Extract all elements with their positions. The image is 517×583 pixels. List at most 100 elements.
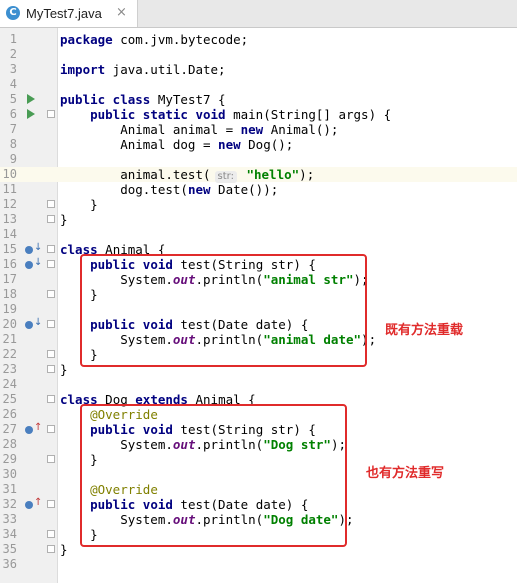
code-line[interactable]: 35} bbox=[0, 542, 517, 557]
fold-marker-icon[interactable] bbox=[47, 245, 55, 253]
fold-marker-icon[interactable] bbox=[47, 350, 55, 358]
code-text[interactable]: } bbox=[60, 527, 98, 542]
fold-marker-icon[interactable] bbox=[47, 365, 55, 373]
code-text[interactable]: public void test(Date date) { bbox=[90, 317, 309, 332]
code-line[interactable]: 36 bbox=[0, 557, 517, 572]
code-line[interactable]: 26 @Override bbox=[0, 407, 517, 422]
fold-marker-icon[interactable] bbox=[47, 290, 55, 298]
code-text[interactable]: System.out.println("animal date"); bbox=[60, 332, 377, 347]
fold-marker-icon[interactable] bbox=[47, 455, 55, 463]
code-line[interactable]: 17 System.out.println("animal str"); bbox=[0, 272, 517, 287]
fold-marker-icon[interactable] bbox=[47, 320, 55, 328]
code-text[interactable]: class Dog extends Animal { bbox=[60, 392, 256, 407]
overridden-method-icon[interactable]: ↓ bbox=[25, 317, 42, 331]
code-line[interactable]: 34 } bbox=[0, 527, 517, 542]
code-text[interactable]: dog.test(new Date()); bbox=[60, 182, 279, 197]
code-text[interactable]: } bbox=[60, 452, 98, 467]
code-line[interactable]: 13} bbox=[0, 212, 517, 227]
fold-marker-icon[interactable] bbox=[47, 425, 55, 433]
code-text[interactable]: Animal dog = new Dog(); bbox=[60, 137, 294, 152]
code-text[interactable]: } bbox=[60, 212, 68, 227]
code-line[interactable]: 31 @Override bbox=[0, 482, 517, 497]
overriding-method-icon[interactable]: ↑ bbox=[25, 422, 42, 436]
fold-marker-icon[interactable] bbox=[47, 110, 55, 118]
code-text[interactable]: } bbox=[60, 197, 98, 212]
code-line[interactable]: 4 bbox=[0, 77, 517, 92]
code-text[interactable]: Animal animal = new Animal(); bbox=[60, 122, 339, 137]
line-number: 22 bbox=[2, 347, 17, 361]
code-editor[interactable] bbox=[58, 28, 517, 583]
line-number: 2 bbox=[9, 47, 17, 61]
code-line[interactable]: 23} bbox=[0, 362, 517, 377]
code-text[interactable]: System.out.println("Dog str"); bbox=[60, 437, 346, 452]
code-line[interactable]: 14 bbox=[0, 227, 517, 242]
code-text[interactable]: System.out.println("animal str"); bbox=[60, 272, 369, 287]
fold-marker-icon[interactable] bbox=[47, 530, 55, 538]
line-number: 6 bbox=[9, 107, 17, 121]
tab-mytest7-java[interactable]: C MyTest7.java × bbox=[0, 0, 138, 27]
code-line[interactable]: 21 System.out.println("animal date"); bbox=[0, 332, 517, 347]
overridden-method-icon[interactable]: ↓ bbox=[25, 257, 42, 271]
code-text[interactable]: public static void main(String[] args) { bbox=[90, 107, 392, 122]
code-line[interactable]: 20 public void test(Date date) { bbox=[0, 317, 517, 332]
run-icon[interactable] bbox=[27, 109, 35, 119]
arrow-up-icon: ↑ bbox=[34, 497, 43, 508]
line-number: 19 bbox=[2, 302, 17, 316]
code-line[interactable]: 24 bbox=[0, 377, 517, 392]
code-text[interactable]: animal.test(str: "hello"); bbox=[60, 167, 315, 183]
code-line[interactable]: 30 bbox=[0, 467, 517, 482]
overload-annotation: 既有方法重载 bbox=[385, 323, 464, 338]
run-icon[interactable] bbox=[27, 94, 35, 104]
code-line[interactable]: 33 System.out.println("Dog date"); bbox=[0, 512, 517, 527]
code-line[interactable]: 16 public void test(String str) { bbox=[0, 257, 517, 272]
code-text[interactable]: public class MyTest7 { bbox=[60, 92, 226, 107]
code-line[interactable]: 19 bbox=[0, 302, 517, 317]
code-line[interactable]: 18 } bbox=[0, 287, 517, 302]
code-text[interactable]: @Override bbox=[90, 407, 158, 422]
fold-marker-icon[interactable] bbox=[47, 500, 55, 508]
code-text[interactable]: package com.jvm.bytecode; bbox=[60, 32, 249, 47]
code-line[interactable]: 7 Animal animal = new Animal(); bbox=[0, 122, 517, 137]
code-line[interactable]: 29 } bbox=[0, 452, 517, 467]
code-line[interactable]: 12 } bbox=[0, 197, 517, 212]
code-line[interactable]: 9 bbox=[0, 152, 517, 167]
code-line[interactable]: 27 public void test(String str) { bbox=[0, 422, 517, 437]
overriding-method-icon[interactable]: ↑ bbox=[25, 497, 43, 511]
line-number: 26 bbox=[2, 407, 17, 421]
code-line[interactable]: 11 dog.test(new Date()); bbox=[0, 182, 517, 197]
code-text[interactable]: import java.util.Date; bbox=[60, 62, 226, 77]
code-text[interactable]: public void test(String str) { bbox=[90, 422, 316, 437]
editor-gutter[interactable] bbox=[0, 28, 58, 583]
code-text[interactable]: class Animal { bbox=[60, 242, 166, 257]
fold-marker-icon[interactable] bbox=[47, 545, 55, 553]
code-line[interactable]: 8 Animal dog = new Dog(); bbox=[0, 137, 517, 152]
code-text[interactable]: System.out.println("Dog date"); bbox=[60, 512, 354, 527]
fold-marker-icon[interactable] bbox=[47, 215, 55, 223]
code-line[interactable]: 6 public static void main(String[] args)… bbox=[0, 107, 517, 122]
code-line[interactable]: 32 public void test(Date date) { bbox=[0, 497, 517, 512]
code-text[interactable]: public void test(String str) { bbox=[90, 257, 316, 272]
code-text[interactable]: } bbox=[60, 542, 68, 557]
code-line[interactable]: 22 } bbox=[0, 347, 517, 362]
java-class-icon: C bbox=[6, 6, 20, 20]
overridden-method-icon[interactable]: ↓ bbox=[25, 242, 42, 256]
code-text[interactable]: } bbox=[60, 362, 68, 377]
code-text[interactable]: @Override bbox=[90, 482, 158, 497]
code-text[interactable]: } bbox=[60, 347, 98, 362]
code-text[interactable]: } bbox=[60, 287, 98, 302]
fold-marker-icon[interactable] bbox=[47, 260, 55, 268]
code-line[interactable]: 2 bbox=[0, 47, 517, 62]
close-icon[interactable]: × bbox=[116, 5, 127, 20]
line-number: 24 bbox=[2, 377, 17, 391]
fold-marker-icon[interactable] bbox=[47, 200, 55, 208]
code-text[interactable]: public void test(Date date) { bbox=[90, 497, 309, 512]
code-line[interactable]: 10 animal.test(str: "hello"); bbox=[0, 167, 517, 183]
line-number: 20 bbox=[2, 317, 17, 331]
code-line[interactable]: 28 System.out.println("Dog str"); bbox=[0, 437, 517, 452]
fold-marker-icon[interactable] bbox=[47, 395, 55, 403]
